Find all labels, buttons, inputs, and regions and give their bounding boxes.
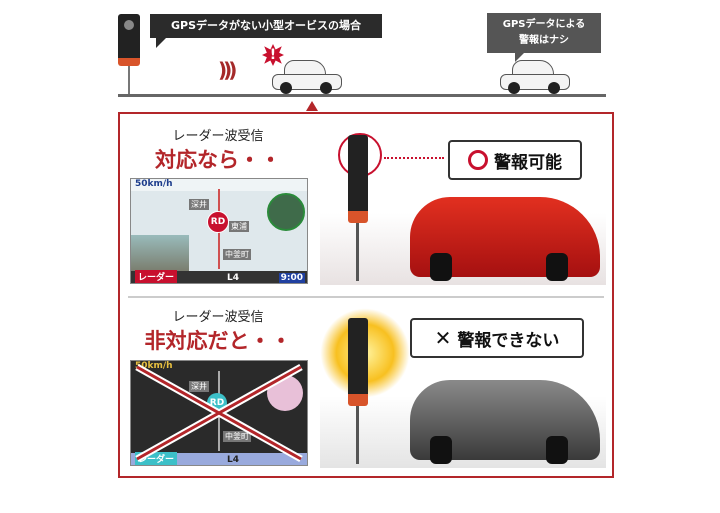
- radar-detector-screen-disabled: 50km/h 深井 中釜町 RD レーダー L4: [130, 360, 308, 466]
- gps-bubble-line1: GPSデータによる: [502, 19, 586, 30]
- alert-possible-callout: 警報可能: [448, 140, 582, 180]
- no-gps-bubble: GPSデータがない小型オービスの場合: [150, 14, 382, 48]
- rd-badge: RD: [207, 211, 229, 233]
- cross-out-icon: [135, 363, 303, 463]
- map-label: 中釜町: [223, 431, 251, 442]
- map-label: 深井: [189, 381, 209, 392]
- speed-readout: 50km/h: [135, 179, 173, 189]
- level-readout: L4: [227, 455, 239, 465]
- alert-burst-icon: !: [262, 44, 284, 66]
- map-label: 東浦: [229, 221, 249, 232]
- unsupported-subtitle: レーダー波受信: [172, 310, 264, 325]
- speed-readout: 50km/h: [135, 361, 173, 371]
- radar-detector-screen: 50km/h 深井 東浦 中釜町 RD レーダー L4 9:00: [130, 178, 308, 284]
- gps-warning-bubble: GPSデータによる 警報はナシ: [487, 13, 601, 62]
- alert-impossible-callout: ✕ 警報できない: [410, 318, 584, 358]
- gps-bubble-line2: 警報はナシ: [519, 35, 569, 46]
- callout-text: 警報できない: [457, 330, 560, 351]
- unsupported-heading: 非対応だと・・: [144, 329, 292, 353]
- radar-scope-icon: [267, 193, 305, 231]
- callout-text: 警報可能: [494, 152, 562, 173]
- supported-heading: 対応なら・・: [155, 148, 281, 172]
- level-readout: L4: [227, 273, 239, 283]
- time-readout: 9:00: [278, 273, 305, 283]
- car-icon: [272, 60, 342, 94]
- unsupported-scene: [320, 308, 606, 468]
- radar-label: レーダー: [135, 270, 178, 283]
- map-label: 中釜町: [223, 249, 251, 260]
- circle-icon: [468, 150, 488, 170]
- car-icon: [500, 60, 570, 94]
- map-label: 深井: [189, 199, 209, 210]
- supported-subtitle: レーダー波受信: [172, 129, 264, 144]
- road: [118, 94, 606, 97]
- camera-view: [131, 235, 189, 275]
- radio-waves-icon: ))): [218, 58, 238, 82]
- orbis-camera-icon: [118, 14, 140, 96]
- orbis-camera-icon: [348, 318, 368, 406]
- cross-icon: ✕: [434, 326, 452, 350]
- orbis-camera-icon: [348, 135, 368, 223]
- pointer-arrow: [306, 101, 318, 111]
- detection-arrow: [384, 157, 444, 159]
- divider: [128, 296, 604, 298]
